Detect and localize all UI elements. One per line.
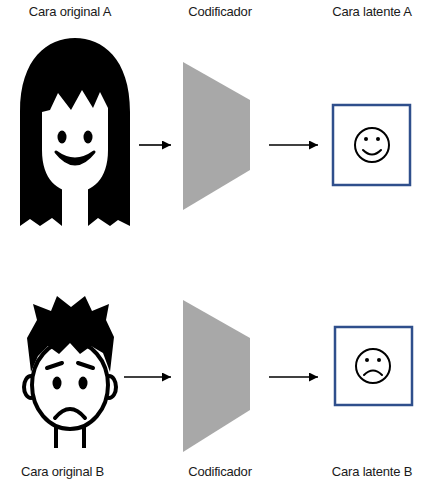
- node-outline: [322, 4, 422, 230]
- node-outline: [175, 4, 265, 230]
- encoder-trapezoid: [183, 300, 250, 452]
- man-eyebrow: [47, 363, 62, 368]
- node-label: Cara latente B: [322, 464, 422, 480]
- node-label: Cara original A: [5, 4, 135, 20]
- node-label-group: Cara original A: [5, 4, 135, 20]
- arrow-connector: [269, 144, 318, 146]
- man-face: [24, 296, 116, 448]
- icon-circle: [355, 128, 389, 162]
- node-label: Codificador: [175, 464, 265, 480]
- icon-circle: [356, 349, 390, 383]
- arrow-connector: [269, 376, 318, 378]
- node-label-group: Codificador: [175, 464, 265, 480]
- arrow-connector: [124, 376, 171, 378]
- woman-skin: [42, 90, 108, 192]
- woman-hair: [20, 38, 130, 226]
- man-hair: [27, 296, 114, 372]
- icon-eye: [365, 358, 369, 362]
- man-head: [32, 341, 108, 429]
- woman-eye: [58, 131, 67, 144]
- icon-frown: [364, 371, 382, 376]
- icon-smile: [363, 150, 381, 155]
- latent-frame: [335, 327, 412, 405]
- icon-eye: [376, 137, 380, 141]
- node-label-group: Cara latente B: [322, 464, 422, 480]
- icon-eye: [364, 137, 368, 141]
- latent-sad-icon: [356, 349, 390, 383]
- node-label: Cara latente A: [322, 4, 422, 20]
- man-eye: [79, 377, 88, 390]
- node-label: Cara original B: [5, 464, 120, 480]
- node-label: Codificador: [175, 4, 265, 20]
- encoder-node: Codificador: [175, 4, 265, 230]
- node-label-group: Codificador: [175, 4, 265, 20]
- node-outline: [322, 280, 422, 480]
- man-eyebrow: [78, 363, 93, 368]
- encoder-node: Codificador: [175, 280, 265, 480]
- woman-face: [20, 38, 130, 226]
- node-label-group: Cara original B: [5, 464, 120, 480]
- latent-happy-icon: [355, 128, 389, 162]
- face-node: Cara original B: [5, 280, 120, 480]
- latent-frame: [333, 105, 410, 185]
- latent-node: Cara latente A: [322, 4, 422, 230]
- man-eye: [53, 377, 62, 390]
- encoder-trapezoid: [183, 62, 250, 210]
- man-frown: [55, 409, 85, 418]
- arrow-connector: [139, 144, 171, 146]
- woman-smile: [56, 152, 94, 164]
- woman-eye: [84, 131, 93, 144]
- node-label-group: Cara latente A: [322, 4, 422, 20]
- latent-node: Cara latente B: [322, 280, 422, 480]
- icon-eye: [377, 358, 381, 362]
- node-outline: [175, 280, 265, 480]
- face-node: Cara original A: [5, 4, 135, 230]
